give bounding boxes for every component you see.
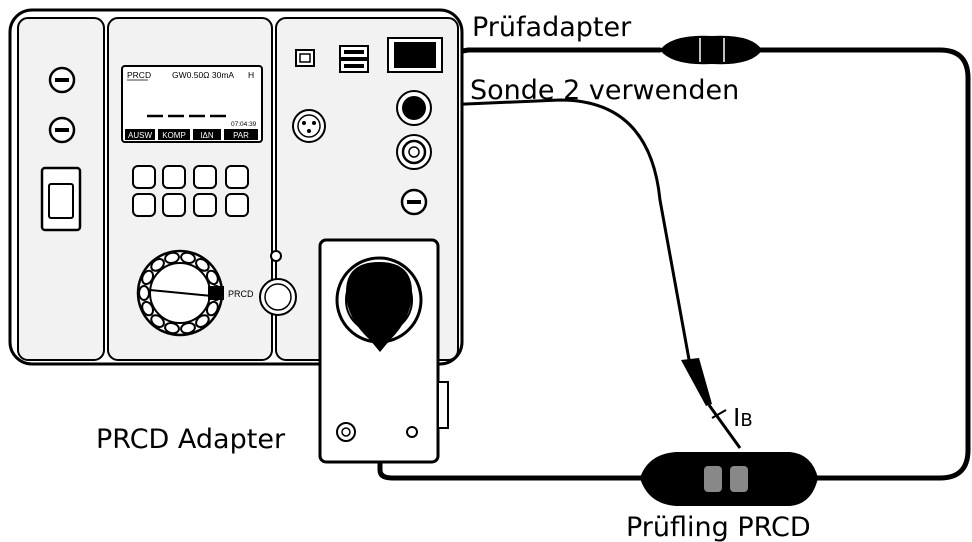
start-button[interactable] xyxy=(259,278,297,316)
ethernet-port-icon xyxy=(295,49,315,67)
softkey-par[interactable]: PAR xyxy=(233,131,249,140)
round-connector-icon xyxy=(292,109,326,143)
power-switch[interactable] xyxy=(40,166,82,232)
left-jack-2 xyxy=(48,116,76,144)
prcd-device-under-test xyxy=(640,452,818,506)
lcd-display: PRCD GW0.50Ω 30mA H 07:04:39 AUSW KOMP I… xyxy=(121,65,263,143)
probe-2-jack xyxy=(396,90,432,126)
label-current-subscript: B xyxy=(740,410,752,431)
key[interactable] xyxy=(193,165,217,189)
selector-position-label: PRCD xyxy=(228,289,254,299)
test-adapter-socket xyxy=(387,37,443,73)
display-limit: GW0.50Ω 30mA xyxy=(172,70,234,80)
key[interactable] xyxy=(132,193,156,217)
selector-knurl xyxy=(164,321,180,335)
key[interactable] xyxy=(225,193,249,217)
right-jack xyxy=(400,188,428,216)
key[interactable] xyxy=(225,165,249,189)
softkey-ian[interactable]: IΔN xyxy=(200,131,214,140)
keypad xyxy=(132,165,249,217)
label-use-probe: Sonde 2 verwenden xyxy=(470,75,739,106)
left-jack-1 xyxy=(48,66,76,94)
mains-plug xyxy=(346,262,412,352)
key[interactable] xyxy=(162,193,186,217)
test-adapter-cable-right xyxy=(757,47,971,481)
display-indicator: H xyxy=(248,70,254,80)
softkey-komp[interactable]: KOMP xyxy=(162,131,186,140)
selector-knurl xyxy=(180,321,196,335)
label-current-main: I xyxy=(733,403,740,432)
test-adapter-clamp xyxy=(660,35,762,65)
dut-button-right xyxy=(730,466,748,492)
rotary-selector[interactable]: PRCD xyxy=(136,249,254,337)
probe-1-jack xyxy=(396,134,432,170)
selector-knurl xyxy=(138,285,150,301)
softkey-ausw[interactable]: AUSW xyxy=(128,131,152,140)
current-arrow xyxy=(711,409,727,419)
probe-tip xyxy=(681,358,742,449)
usb-ports-icon xyxy=(339,45,369,73)
softkey-bar: AUSW KOMP IΔN PAR xyxy=(125,129,258,140)
adapter-side-tab xyxy=(437,381,449,429)
indicator-lamp xyxy=(270,250,282,262)
dut-button-left xyxy=(704,466,722,492)
label-current: IB xyxy=(733,403,753,432)
key[interactable] xyxy=(193,193,217,217)
selector-knurl xyxy=(180,251,196,265)
prcd-adapter xyxy=(318,238,449,464)
key[interactable] xyxy=(132,165,156,189)
label-prcd-adapter: PRCD Adapter xyxy=(96,424,286,455)
cables xyxy=(377,47,971,481)
prcd-adapter-cable xyxy=(377,337,658,481)
display-time: 07:04:39 xyxy=(231,121,257,128)
label-device-under-test: Prüfling PRCD xyxy=(626,512,811,542)
probe-cable xyxy=(418,98,692,367)
selector-pointer xyxy=(208,286,224,300)
test-adapter-cable xyxy=(437,47,663,58)
key[interactable] xyxy=(162,165,186,189)
selector-knurl xyxy=(164,251,180,265)
label-test-adapter: Prüfadapter xyxy=(472,12,632,43)
adapter-screw-right xyxy=(406,426,418,438)
adapter-screw-left xyxy=(336,422,356,442)
display-mode: PRCD xyxy=(127,70,151,80)
